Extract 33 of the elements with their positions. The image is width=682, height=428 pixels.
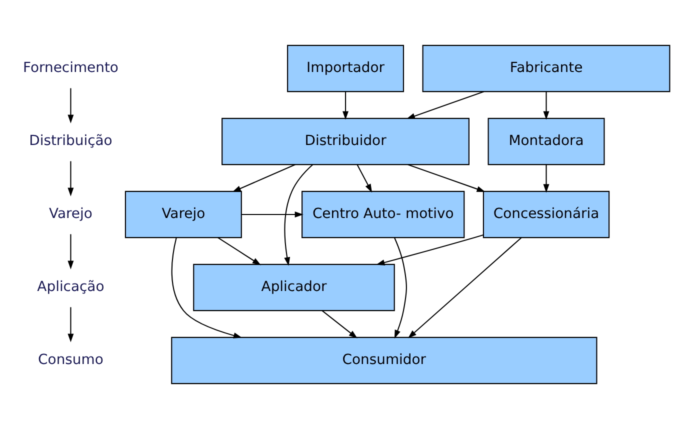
arrow [394,237,406,338]
arrow [67,88,74,123]
arrow [170,237,242,338]
node-box: Consumidor [170,336,597,384]
arrow [232,164,295,192]
node-box: Importador [286,44,404,92]
arrow [356,164,372,192]
node-text: Distribuição [28,132,112,149]
arrow [406,90,484,118]
arrow [542,91,549,120]
node-box: Concessionária [482,190,610,238]
arrow [342,91,348,120]
node-text: Aplicação [36,278,104,295]
node-text: Consumo [38,352,103,368]
arrow [217,236,260,265]
arrow [407,236,522,338]
node-box: Montadora [487,117,604,165]
arrow [376,234,483,265]
arrow [542,164,549,192]
node-text: Varejo [48,206,92,222]
arrow [284,164,312,266]
arrow [321,310,357,338]
arrow [67,234,74,269]
arrow [407,164,485,192]
node-box: Centro Auto- motivo [301,190,464,238]
arrow [67,160,74,196]
arrow [241,210,303,218]
node-box: Fabricante [422,44,670,92]
node-box: Aplicador [192,263,394,311]
arrow [67,306,74,342]
node-box: Distribuidor [221,117,469,165]
node-box: Varejo [124,190,242,238]
node-text: Fornecimento [22,60,118,76]
